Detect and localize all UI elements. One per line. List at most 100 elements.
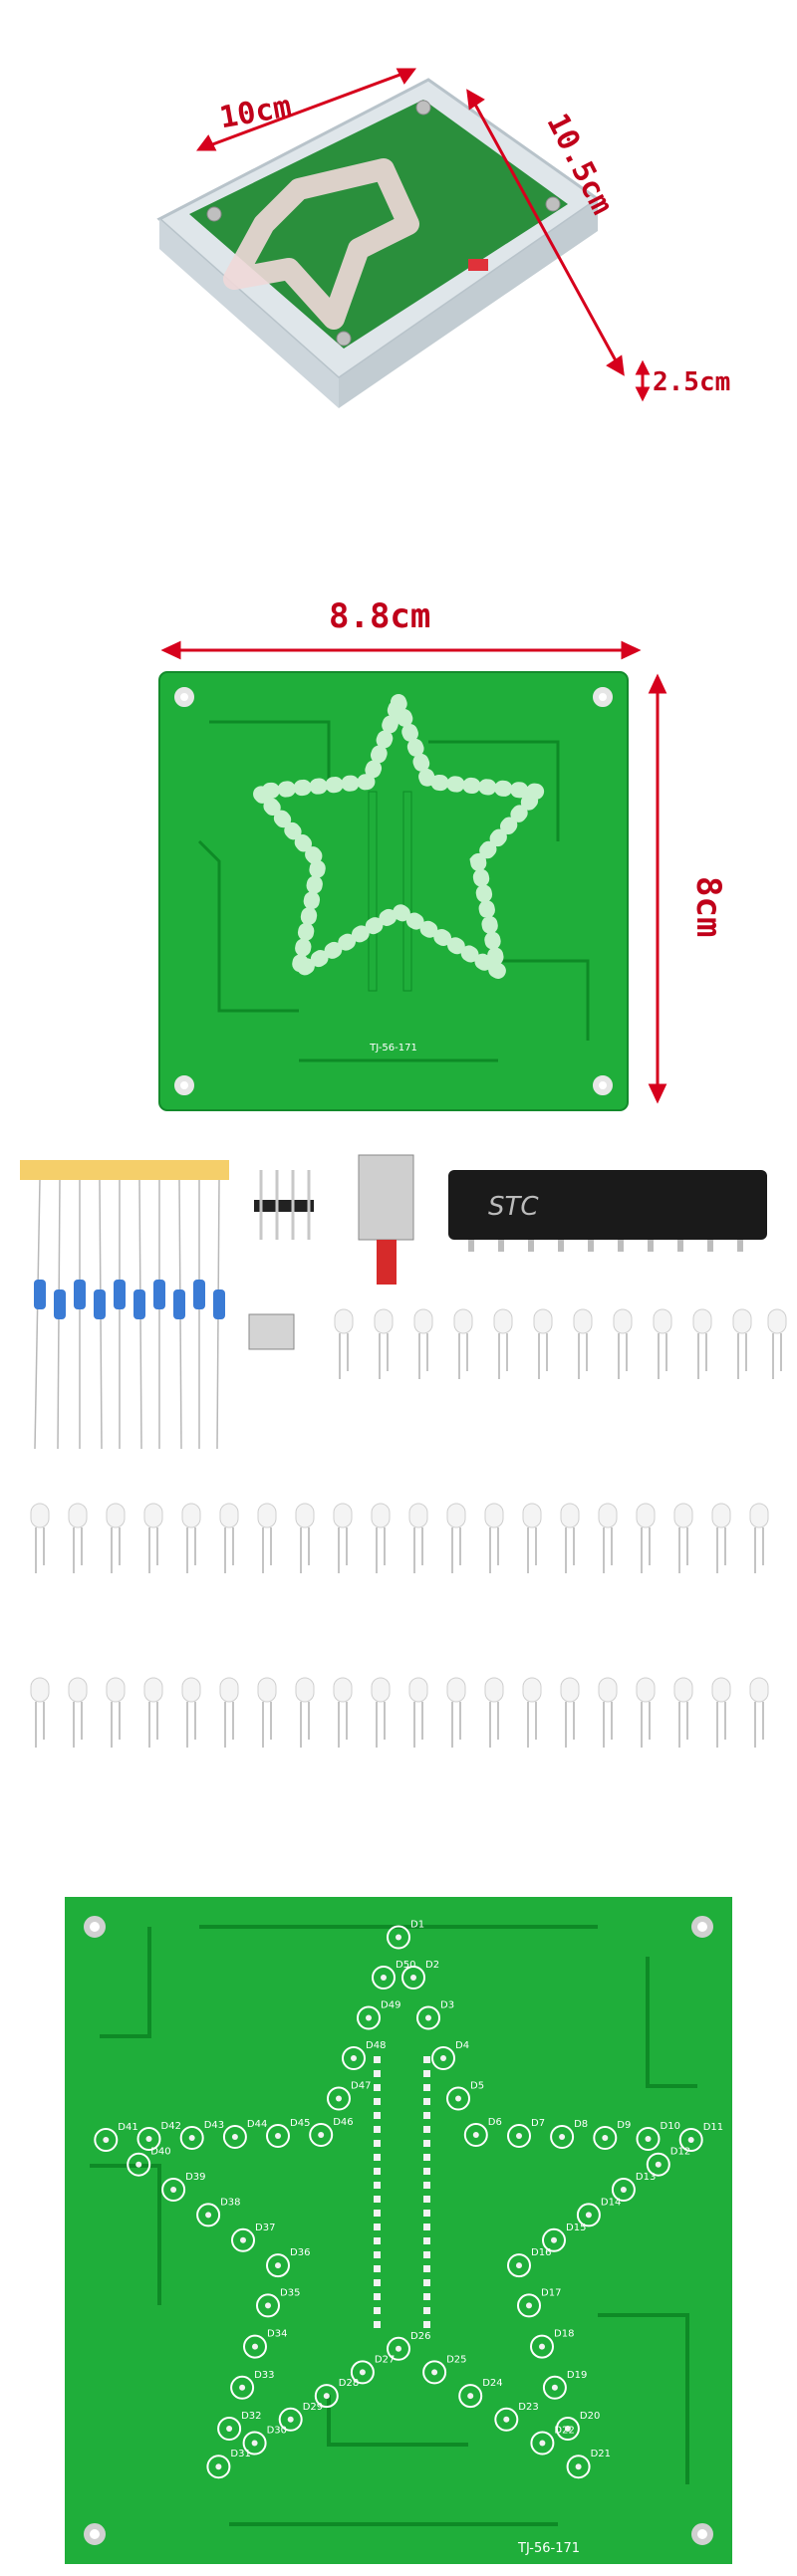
led-footprint xyxy=(555,2417,580,2441)
led-label: D20 xyxy=(580,2411,600,2422)
header-pad xyxy=(374,2140,381,2147)
led-label: D45 xyxy=(290,2118,310,2129)
led-pad xyxy=(440,2055,446,2061)
header-pad xyxy=(423,2126,430,2133)
led-pad xyxy=(287,2416,294,2423)
led-footprint xyxy=(494,2407,519,2432)
led-pad xyxy=(188,2135,195,2141)
header-pad xyxy=(374,2056,381,2063)
led-label: D37 xyxy=(255,2223,275,2233)
led-label: D34 xyxy=(267,2329,287,2340)
led-footprint xyxy=(507,2124,531,2148)
led-footprint xyxy=(309,2123,334,2147)
led-label: D42 xyxy=(161,2121,181,2132)
header-pad xyxy=(423,2098,430,2105)
header-pad xyxy=(423,2265,430,2272)
header-pad xyxy=(374,2265,381,2272)
led-pad xyxy=(231,2134,238,2140)
dim-width-label: 10cm xyxy=(217,89,294,135)
dim-height-label: 2.5cm xyxy=(653,367,730,397)
header-pad xyxy=(423,2182,430,2189)
led-label: D44 xyxy=(247,2119,267,2130)
led-pad xyxy=(455,2095,461,2102)
led-pad xyxy=(472,2132,479,2138)
led-footprint xyxy=(530,2431,555,2456)
led-label: D3 xyxy=(440,2000,454,2011)
led-pad xyxy=(503,2416,510,2423)
header-pad xyxy=(423,2279,430,2286)
led-label: D25 xyxy=(446,2354,466,2365)
led-footprint xyxy=(678,2128,703,2152)
led-label: D10 xyxy=(661,2121,680,2132)
header-pad xyxy=(423,2140,430,2147)
led-label: D49 xyxy=(381,2000,400,2011)
led-pad xyxy=(431,2369,438,2376)
header-pad xyxy=(423,2056,430,2063)
led-label: D33 xyxy=(254,2370,274,2381)
led-footprint xyxy=(136,2127,161,2151)
led-label: D31 xyxy=(230,2449,250,2459)
led-pad xyxy=(516,2262,522,2269)
led-footprint xyxy=(314,2384,339,2409)
pcb-board xyxy=(158,671,629,1111)
led-footprint xyxy=(458,2384,483,2409)
led-pad xyxy=(252,2343,258,2350)
led-footprint xyxy=(350,2360,375,2385)
led-label: D4 xyxy=(455,2040,469,2051)
led-label: D47 xyxy=(351,2081,371,2092)
led-pad xyxy=(620,2187,627,2193)
led-pad xyxy=(359,2369,366,2376)
header-pad xyxy=(374,2210,381,2217)
led-pad xyxy=(239,2384,246,2391)
header-pad xyxy=(374,2126,381,2133)
header-pad xyxy=(374,2293,381,2300)
led-label: D36 xyxy=(290,2247,310,2258)
led-footprint xyxy=(566,2455,591,2479)
chip-brand-label: STC xyxy=(488,1192,539,1222)
usb-socket xyxy=(248,1313,295,1350)
header-pad xyxy=(423,2307,430,2314)
product-photo-panel: 10cm 10.5cm 2.5cm xyxy=(0,0,797,543)
led-footprint xyxy=(357,2005,381,2030)
led-footprint xyxy=(507,2253,531,2278)
header-pad xyxy=(374,2098,381,2105)
led-label: D30 xyxy=(267,2426,287,2437)
header-pad xyxy=(374,2070,381,2077)
header-pad xyxy=(374,2224,381,2230)
pcb-dimension-panel: 8.8cm 8cm TJ-56-171 xyxy=(0,543,797,1140)
led-footprint xyxy=(401,1966,425,1990)
header-pad xyxy=(374,2168,381,2175)
header-pad xyxy=(374,2251,381,2258)
led-footprint xyxy=(231,2227,255,2252)
led-pad xyxy=(323,2393,330,2400)
header-pad xyxy=(423,2154,430,2161)
led-footprint xyxy=(222,2125,247,2149)
header-pad xyxy=(374,2112,381,2119)
led-footprint xyxy=(256,2293,280,2318)
pcb-height-label: 8cm xyxy=(688,876,728,937)
header-pad xyxy=(374,2196,381,2203)
led-pad xyxy=(275,2133,281,2139)
led-footprint xyxy=(179,2126,204,2150)
led-pad xyxy=(103,2137,110,2143)
led-footprint xyxy=(431,2046,455,2070)
led-pad xyxy=(351,2055,357,2061)
header-pad xyxy=(374,2237,381,2244)
led-label: D17 xyxy=(541,2287,561,2298)
components-figure: STC xyxy=(20,1154,787,1749)
led-pad xyxy=(381,1975,387,1981)
led-label: D16 xyxy=(531,2247,551,2258)
led-label: D29 xyxy=(303,2402,323,2413)
led-pad xyxy=(564,2426,571,2432)
led-label: D46 xyxy=(333,2117,353,2128)
led-pad xyxy=(226,2426,233,2432)
led-footprint xyxy=(266,2253,290,2278)
led-pad xyxy=(559,2134,566,2140)
led-footprint xyxy=(611,2178,636,2202)
led-pad xyxy=(539,2343,545,2350)
led-pad xyxy=(135,2161,142,2168)
led-label: D48 xyxy=(366,2040,386,2051)
led-footprint xyxy=(422,2360,447,2385)
pcb-width-label: 8.8cm xyxy=(329,596,430,636)
led-footprint xyxy=(161,2178,186,2202)
